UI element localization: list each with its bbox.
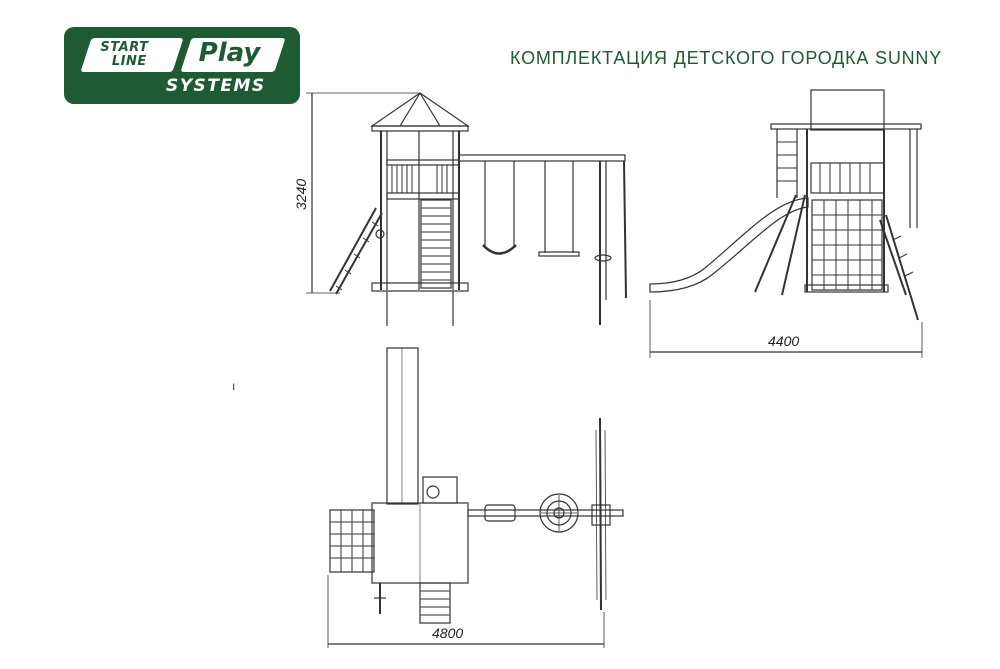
logo-systems-text: SYSTEMS [166, 76, 266, 96]
top-width-dimension-label: 4800 [432, 625, 463, 641]
side-width-dimension-label: 4400 [768, 333, 799, 349]
side-view: 4400 [649, 89, 923, 358]
ladder-top [419, 582, 451, 624]
front-roof [370, 92, 470, 127]
page-title: КОМПЛЕКТАЦИЯ ДЕТСКОГО ГОРОДКА SUNNY [510, 48, 943, 68]
front-view: 3240 [293, 92, 627, 326]
height-dimension-label: 3240 [293, 179, 309, 210]
slide [649, 197, 809, 293]
nest-swing-top [539, 493, 579, 533]
swing-beam [458, 154, 626, 162]
slide-top [386, 347, 419, 505]
front-ladder [420, 199, 452, 289]
top-view: 4800 [327, 347, 624, 648]
swing-seat-right [538, 251, 580, 257]
stray-mark: ı [232, 379, 235, 393]
swing-seat-left [482, 244, 517, 255]
swing-beam-top [467, 509, 624, 517]
side-roof [810, 89, 885, 131]
